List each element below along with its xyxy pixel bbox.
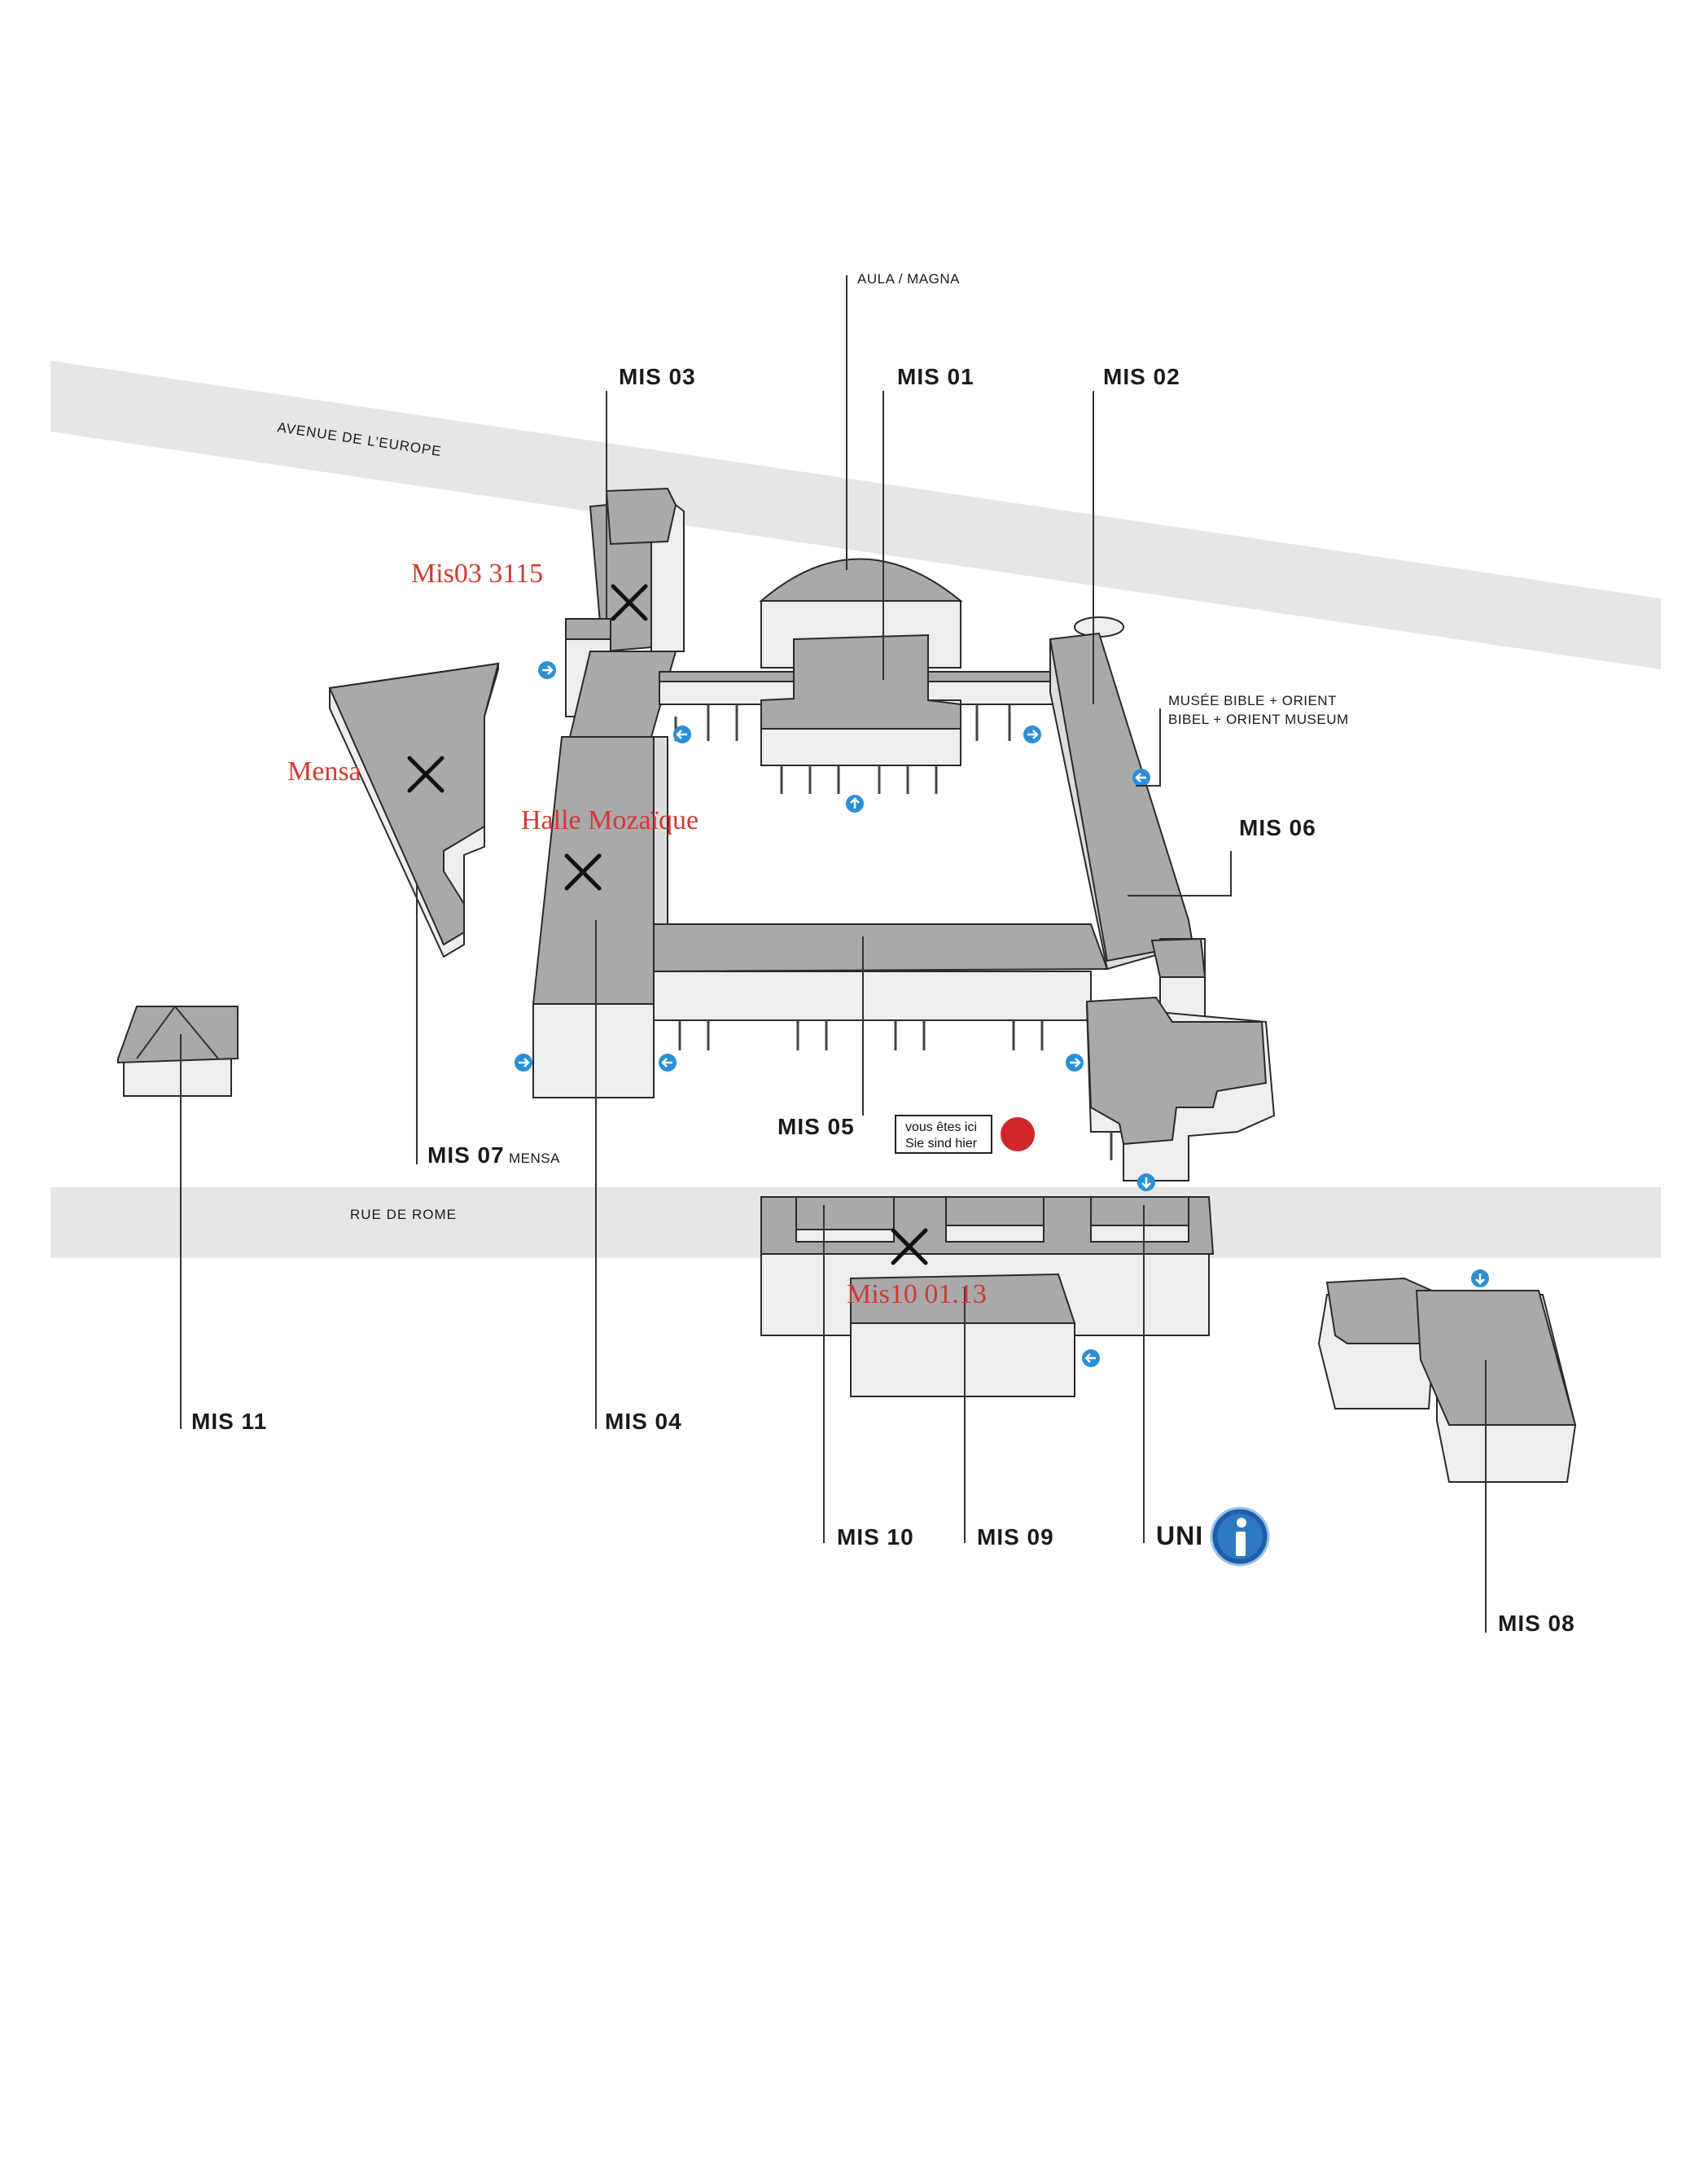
x-marker-icon <box>407 756 445 793</box>
label-uni: UNI <box>1156 1521 1203 1550</box>
entrance-arrow-icon <box>673 726 691 743</box>
label-mis03: MIS 03 <box>619 364 696 389</box>
building-mis10-mis09 <box>760 1196 1215 1397</box>
building-mis11 <box>117 1006 239 1097</box>
label-aula-magna: AULA / MAGNA <box>857 271 960 287</box>
label-mis10: MIS 10 <box>837 1524 914 1550</box>
building-mis03 <box>565 487 685 738</box>
building-mis05 <box>653 923 1109 1021</box>
entrance-arrow-icon <box>1471 1269 1489 1287</box>
entrance-arrow-icon <box>1137 1173 1155 1191</box>
info-icon <box>1210 1506 1270 1567</box>
you-are-here: vous êtes ici Sie sind hier <box>895 1115 1035 1154</box>
rue-label: RUE DE ROME <box>350 1207 457 1222</box>
label-mis09: MIS 09 <box>977 1524 1054 1550</box>
label-mis11: MIS 11 <box>191 1409 267 1434</box>
entrance-arrow-icon <box>1132 769 1150 787</box>
x-marker-icon <box>891 1228 928 1265</box>
building-mis01 <box>759 558 963 766</box>
x-marker-icon <box>564 853 602 891</box>
label-mis01: MIS 01 <box>897 364 974 389</box>
label-mis05: MIS 05 <box>777 1114 855 1139</box>
annotation-mensa: Mensa <box>287 756 361 787</box>
you-are-here-dot <box>1001 1117 1035 1151</box>
building-mis04 <box>532 736 693 1098</box>
entrance-arrow-icon <box>846 795 864 813</box>
annotation-mis10-room: Mis10 01.13 <box>847 1279 987 1309</box>
entrance-arrow-icon <box>1082 1349 1100 1367</box>
label-mis08: MIS 08 <box>1498 1611 1575 1636</box>
leader-lines <box>180 275 1487 1633</box>
you-are-here-fr: vous êtes ici <box>905 1120 977 1134</box>
entrance-arrow-icon <box>1023 726 1041 743</box>
you-are-here-de: Sie sind hier <box>905 1137 978 1151</box>
label-mis04: MIS 04 <box>605 1409 682 1434</box>
annotation-halle: Halle Mozaïque <box>521 805 699 835</box>
building-mensa <box>328 662 500 958</box>
entrance-arrow-icon <box>538 661 556 679</box>
entrance-arrow-icons <box>515 661 1489 1367</box>
label-musee-de: BIBEL + ORIENT MUSEUM <box>1168 712 1349 727</box>
you-are-here-box <box>895 1115 992 1154</box>
label-mis02: MIS 02 <box>1103 364 1180 389</box>
building-southeast <box>1085 996 1276 1181</box>
annotation-mis03-room: Mis03 3115 <box>411 559 543 589</box>
label-mis06: MIS 06 <box>1239 815 1316 840</box>
entrance-arrow-icon <box>515 1054 532 1072</box>
label-musee-fr: MUSÉE BIBLE + ORIENT <box>1168 693 1337 708</box>
label-mis07: MIS 07 <box>427 1142 505 1168</box>
entrance-arrow-icon <box>1066 1054 1084 1072</box>
label-mis07-mensa: MENSA <box>509 1151 560 1166</box>
building-mis08 <box>1317 1277 1577 1483</box>
building-mis02-mis06 <box>1049 616 1207 1021</box>
avenue-road <box>50 361 1661 669</box>
entrance-arrow-icon <box>659 1054 677 1072</box>
x-marker-icon <box>611 584 648 621</box>
